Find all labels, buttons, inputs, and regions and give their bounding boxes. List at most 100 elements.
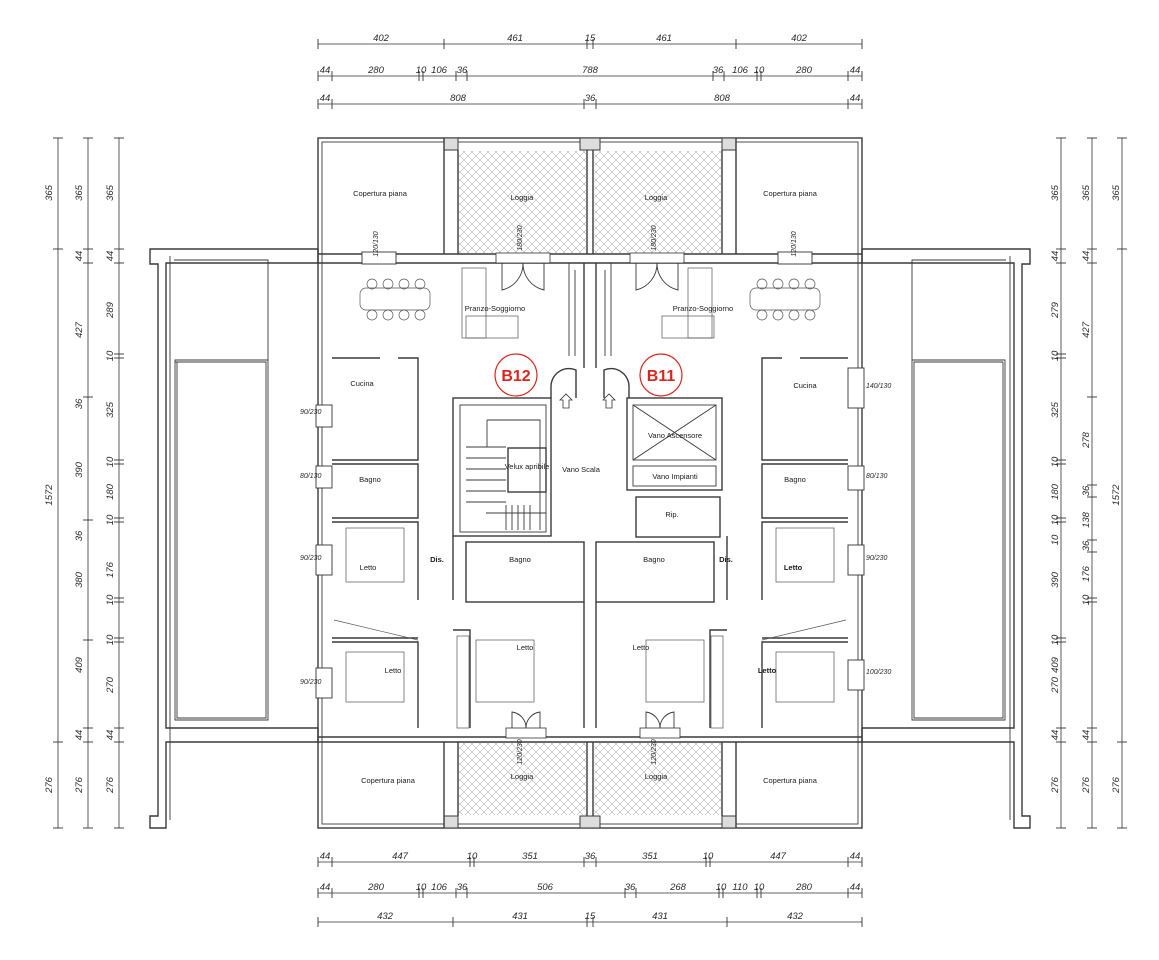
dim-right1-12: 409 (1050, 656, 1061, 673)
dim-left2-5: 390 (74, 461, 85, 478)
window-size-loggia-left: 180/230 (517, 225, 524, 250)
room-bagno-center-right: Bagno (643, 555, 665, 564)
arrow-up-icon (602, 393, 616, 409)
dim-left1-1: 365 (44, 184, 55, 201)
dim-bot1-2: 447 (392, 851, 409, 862)
dim-bot2-11: 10 (754, 882, 765, 893)
dim-top2-7: 36 (713, 65, 724, 76)
interior-walls (332, 263, 848, 728)
window-size-bottom-left: 120/230 (517, 739, 524, 764)
room-letto-left-2: Letto (385, 666, 402, 675)
dim-bot2-6: 506 (537, 882, 554, 893)
bottom-band (443, 742, 737, 828)
dim-right1-14: 44 (1050, 730, 1061, 741)
room-cucina-left: Cucina (350, 379, 374, 388)
room-velux-apribile: Velux apribile (505, 462, 550, 471)
window-size-bagno-right: 80/130 (866, 473, 888, 480)
dim-bot2-2: 280 (367, 882, 385, 893)
dim-bot2-5: 36 (457, 882, 468, 893)
entry-doors (550, 367, 630, 409)
window-size-top-left: 120/130 (373, 231, 380, 256)
dim-top2-10: 280 (795, 65, 813, 76)
dim-left1-4: 276 (44, 776, 55, 794)
dim-left3-4: 10 (105, 350, 116, 361)
room-loggia-tr: Loggia (645, 193, 668, 202)
dim-right1-7: 180 (1050, 483, 1061, 500)
room-dis-left: Dis. (430, 555, 444, 564)
dim-bot1-4: 351 (522, 851, 538, 862)
dim-left2-10: 276 (74, 776, 85, 794)
unit-label-b12: B12 (501, 368, 530, 385)
dim-left2-1: 365 (74, 184, 85, 201)
room-pranzo-soggiorno-left: Pranzo-Soggiorno (465, 304, 525, 313)
dim-right3-1: 365 (1111, 184, 1122, 201)
room-letto-center-left: Letto (517, 643, 534, 652)
dim-left2-7: 380 (74, 571, 85, 588)
dim-right1-13: 270 (1050, 676, 1061, 694)
loggia-hatch-tl (459, 151, 586, 253)
dim-left3-5: 325 (105, 401, 116, 418)
dim-right1-9: 10 (1050, 534, 1061, 545)
dim-bot2-13: 44 (850, 882, 861, 893)
window-size-bagno-left: 80/130 (300, 473, 322, 480)
unit-marker-b11: B11 (639, 353, 683, 397)
arrow-up-icon (559, 393, 573, 409)
room-vano-scala: Vano Scala (562, 465, 601, 474)
dim-right1-15: 276 (1050, 776, 1061, 794)
room-bagno-left: Bagno (359, 475, 381, 484)
dim-left3-3: 289 (105, 301, 116, 319)
top-band (443, 138, 737, 254)
terrace-left (149, 248, 319, 829)
velux-box (507, 447, 547, 493)
staircase (466, 419, 547, 530)
dim-left2-6: 36 (74, 530, 85, 541)
window-size-letto-right-1: 90/230 (866, 555, 888, 562)
room-copertura-piana-bl: Copertura piana (361, 776, 416, 785)
unit-marker-b12: B12 (494, 353, 538, 397)
dim-top2-4: 106 (431, 65, 448, 76)
dim-right2-6: 138 (1081, 511, 1092, 528)
dim-top2-11: 44 (850, 65, 861, 76)
window-size-loggia-right: 180/230 (651, 225, 658, 250)
loggia-hatch-br (594, 743, 721, 815)
dim-right1-8: 10 (1050, 514, 1061, 525)
furniture (333, 267, 847, 729)
dim-top3-1: 44 (320, 93, 331, 104)
dim-top2-3: 10 (416, 65, 427, 76)
dim-bot3-5: 432 (787, 911, 804, 922)
dim-left2-8: 409 (74, 656, 85, 673)
dim-top-1: 402 (373, 33, 390, 44)
loggia-hatch-tr (594, 151, 721, 253)
room-copertura-piana-br: Copertura piana (763, 776, 818, 785)
unit-label-b11: B11 (647, 368, 676, 385)
dim-left3-10: 10 (105, 594, 116, 605)
dim-top-5: 402 (791, 33, 808, 44)
room-bagno-right: Bagno (784, 475, 806, 484)
room-loggia-bl: Loggia (511, 772, 534, 781)
dim-right2-5: 36 (1081, 485, 1092, 496)
dim-right1-4: 10 (1050, 350, 1061, 361)
top-dimensions: 402 461 15 461 402 44 280 10 106 36 788 … (317, 33, 863, 109)
room-vano-ascensore: Vano Ascensore (648, 431, 702, 440)
room-letto-left-1: Letto (360, 563, 377, 572)
dim-right2-2: 44 (1081, 251, 1092, 262)
dim-bot2-7: 36 (625, 882, 636, 893)
dim-left3-12: 270 (105, 676, 116, 694)
dim-bot2-4: 106 (431, 882, 448, 893)
dim-left3-8: 10 (105, 514, 116, 525)
room-rip: Rip. (665, 510, 678, 519)
dim-right1-11: 10 (1050, 634, 1061, 645)
dim-top3-4: 808 (714, 93, 731, 104)
window-size-letto-left-1: 90/230 (300, 555, 322, 562)
dim-top3-2: 808 (450, 93, 467, 104)
left-dimensions: 365 1572 276 365 44 427 36 390 36 380 40… (44, 137, 124, 829)
dim-bot1-5: 36 (585, 851, 596, 862)
dim-top2-8: 106 (732, 65, 749, 76)
dim-bot3-3: 15 (585, 911, 596, 922)
dim-bot1-1: 44 (320, 851, 331, 862)
window-size-top-right: 120/130 (791, 231, 798, 256)
window-size-cucina-left: 90/230 (300, 409, 322, 416)
dim-right2-3: 427 (1081, 321, 1092, 338)
dim-top2-1: 44 (320, 65, 331, 76)
dim-left3-14: 276 (105, 776, 116, 794)
